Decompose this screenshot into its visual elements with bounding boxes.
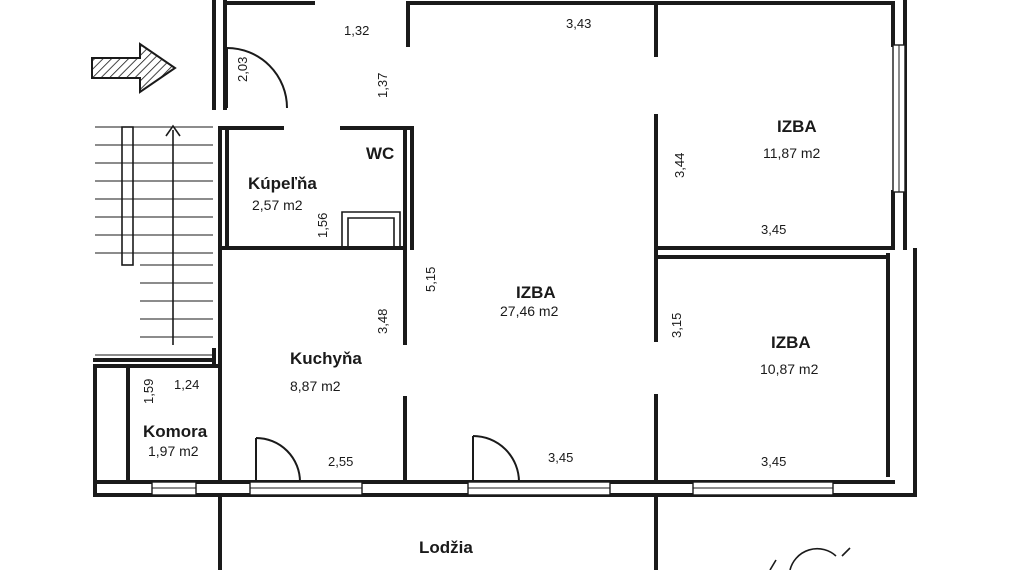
dim-main-wall-lower: 3,15 xyxy=(669,313,684,338)
room-izba-top-area: 11,87 m2 xyxy=(763,145,821,161)
room-kuchyna-area: 8,87 m2 xyxy=(290,378,341,394)
staircase xyxy=(95,124,213,356)
dim-izba-top-width: 3,45 xyxy=(761,222,786,237)
room-izba-main-name: IZBA xyxy=(516,283,556,302)
room-izba-bottom-area: 10,87 m2 xyxy=(760,361,819,377)
dim-kuchyna-depth: 3,48 xyxy=(375,309,390,334)
room-lodzia-name: Lodžia xyxy=(419,538,473,557)
room-izba-main-area: 27,46 m2 xyxy=(500,303,559,319)
room-labels: Kúpeľňa 2,57 m2 WC Kuchyňa 8,87 m2 Komor… xyxy=(143,117,821,557)
dimension-labels: 1,32 3,43 2,03 1,37 3,44 1,56 5,15 3,48 … xyxy=(141,16,786,469)
dim-hall-width: 1,32 xyxy=(344,23,369,38)
room-kupelna-name: Kúpeľňa xyxy=(248,174,317,193)
doors xyxy=(226,3,520,483)
dim-izba-bottom-width: 3,45 xyxy=(761,454,786,469)
room-komora-name: Komora xyxy=(143,422,208,441)
dim-komora-depth: 1,59 xyxy=(141,379,156,404)
dim-hall-depth: 1,37 xyxy=(375,73,390,98)
dim-kupelna-depth: 1,56 xyxy=(315,213,330,238)
dim-main-wall-upper: 3,44 xyxy=(672,153,687,178)
north-arrow-icon xyxy=(769,547,851,570)
room-kupelna-area: 2,57 m2 xyxy=(252,197,303,213)
room-komora-area: 1,97 m2 xyxy=(148,443,199,459)
dim-main-depth: 5,15 xyxy=(423,267,438,292)
windows xyxy=(151,44,906,496)
dim-kuchyna-width: 2,55 xyxy=(328,454,353,469)
room-kuchyna-name: Kuchyňa xyxy=(290,349,362,368)
room-izba-bottom-name: IZBA xyxy=(771,333,811,352)
entrance-arrow-icon xyxy=(91,42,177,94)
room-wc-name: WC xyxy=(366,144,394,163)
dim-entry-depth: 2,03 xyxy=(235,57,250,82)
room-izba-top-name: IZBA xyxy=(777,117,817,136)
dim-main-top-width: 3,43 xyxy=(566,16,591,31)
dim-komora-width: 1,24 xyxy=(174,377,199,392)
dim-main-bottom-width: 3,45 xyxy=(548,450,573,465)
